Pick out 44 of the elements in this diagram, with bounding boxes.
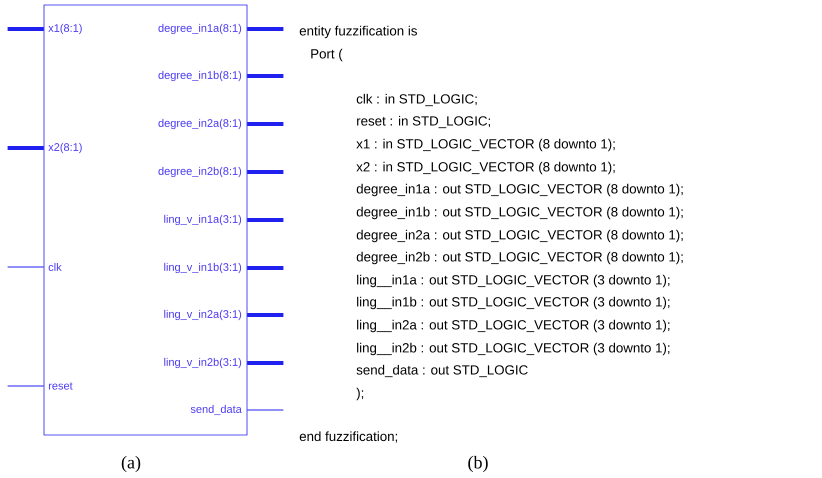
pin-line — [247, 74, 284, 78]
code-line: send_data : out STD_LOGIC — [356, 364, 528, 378]
pin-line — [247, 266, 284, 270]
code-line: end fuzzification; — [300, 431, 398, 443]
port-label: x1(8:1) — [48, 24, 82, 34]
panel-caption: (a) — [122, 456, 140, 472]
pin-line — [247, 27, 284, 31]
pin-line — [8, 146, 44, 150]
pin-line — [8, 27, 44, 31]
port-label: send_data — [190, 404, 242, 416]
port-label: ling_v_in2a(3:1) — [164, 310, 242, 320]
code-line: degree_in1a : out STD_LOGIC_VECTOR (8 downto 1); — [356, 184, 683, 196]
pin-line — [247, 170, 284, 174]
pin-line — [247, 218, 284, 222]
panel-caption: (b) — [468, 456, 488, 472]
code-line: ling__in2a : out STD_LOGIC_VECTOR (3 downto 1); — [357, 320, 670, 332]
code-line: x1 : in STD_LOGIC_VECTOR (8 downto 1); — [356, 138, 615, 152]
port-label: ling_v_in1a(3:1) — [164, 214, 242, 226]
code-line: reset : in STD_LOGIC; — [357, 116, 490, 128]
port-label: reset — [48, 382, 73, 390]
port-label: degree_in1b(8:1) — [158, 70, 242, 82]
code-line: degree_in2a : out STD_LOGIC_VECTOR (8 downto 1); — [356, 230, 683, 242]
pin-line — [247, 122, 284, 126]
port-label: degree_in2a(8:1) — [158, 118, 242, 130]
code-line: degree_in1b : out STD_LOGIC_VECTOR (8 downto 1); — [356, 206, 683, 220]
pin-line — [247, 313, 284, 317]
port-label: clk — [48, 262, 62, 272]
port-label: ling_v_in1b(3:1) — [164, 262, 242, 274]
port-label: degree_in1a(8:1) — [158, 24, 242, 34]
code-line: x2 : in STD_LOGIC_VECTOR (8 downto 1); — [356, 162, 615, 174]
code-line: ling__in1b : out STD_LOGIC_VECTOR (3 downto 1); — [357, 296, 670, 310]
code-line: ling__in1a : out STD_LOGIC_VECTOR (3 downto 1); — [357, 274, 670, 288]
code-line: Port ( — [311, 48, 343, 62]
pin-line — [247, 361, 284, 365]
code-line: degree_in2b : out STD_LOGIC_VECTOR (8 downto 1); — [356, 252, 683, 264]
pin-line — [7, 266, 44, 268]
code-line: clk : in STD_LOGIC; — [356, 94, 477, 106]
entity-block — [44, 4, 248, 436]
code-line: ling__in2b : out STD_LOGIC_VECTOR (3 downto 1); — [357, 342, 670, 356]
port-label: degree_in2b(8:1) — [158, 166, 242, 178]
port-label: ling_v_in2b(3:1) — [164, 358, 242, 368]
code-line: ); — [356, 388, 364, 400]
code-line: entity fuzzification is — [300, 26, 417, 38]
port-label: x2(8:1) — [48, 142, 82, 154]
